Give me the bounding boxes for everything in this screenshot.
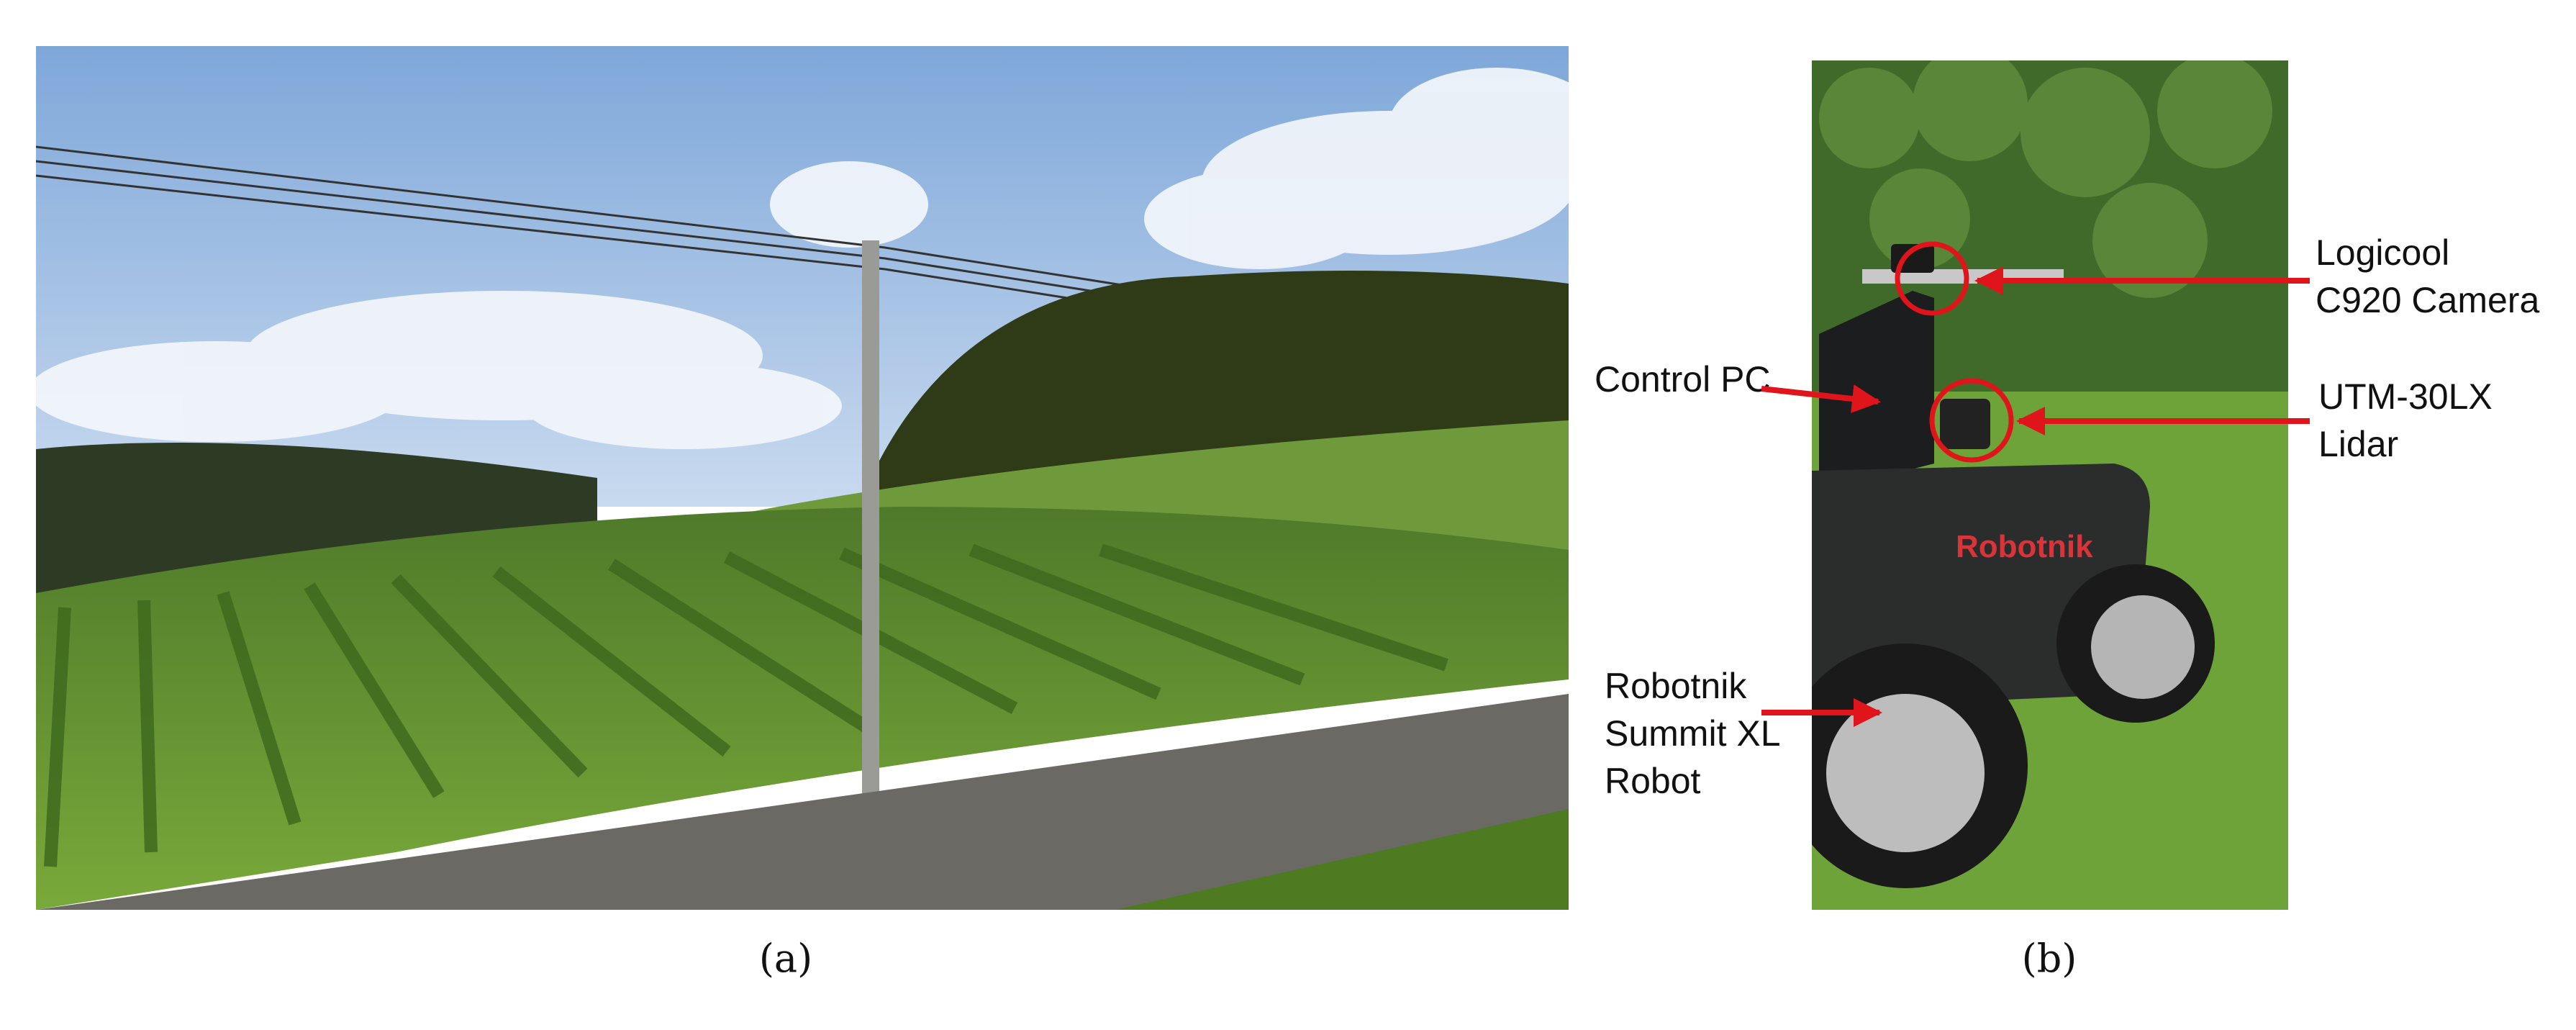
robot-label-line-1: Robotnik bbox=[1605, 666, 1747, 706]
rear-wheel-hub bbox=[2091, 595, 2195, 699]
clouds bbox=[36, 68, 1569, 449]
robot-photo: Robotnik bbox=[1812, 60, 2288, 910]
control-pc-label-line-1: Control PC bbox=[1595, 359, 1771, 399]
robot-label-line-3: Robot bbox=[1605, 761, 1701, 801]
robot-photo-svg: Robotnik bbox=[1812, 60, 2288, 910]
road-shoulder bbox=[1115, 809, 1569, 910]
vineyard-photo-svg bbox=[36, 46, 1569, 910]
camera-label-line-2: C920 Camera bbox=[2316, 280, 2540, 320]
vineyard-photo bbox=[36, 46, 1569, 910]
control-pc-label: Control PC bbox=[1595, 356, 1771, 403]
robot-logo-text: Robotnik bbox=[1956, 529, 2093, 564]
camera bbox=[1891, 244, 1934, 273]
panel-a-caption: (a) bbox=[758, 936, 813, 981]
lidar-label-line-1: UTM-30LX bbox=[2318, 376, 2493, 417]
front-wheel-hub bbox=[1826, 694, 1985, 852]
camera-label-line-1: Logicool bbox=[2316, 232, 2450, 273]
robot-label: Robotnik Summit XL Robot bbox=[1605, 662, 1781, 805]
utility-pole bbox=[862, 240, 879, 809]
robot-label-line-2: Summit XL bbox=[1605, 713, 1781, 754]
leaf-texture bbox=[1819, 60, 2272, 298]
lidar-label: UTM-30LX Lidar bbox=[2318, 373, 2493, 468]
panel-b-caption: (b) bbox=[2021, 936, 2077, 981]
camera-label: Logicool C920 Camera bbox=[2316, 229, 2539, 324]
gravel-road bbox=[36, 694, 1569, 910]
lidar-label-line-2: Lidar bbox=[2318, 424, 2399, 464]
lidar bbox=[1940, 399, 1990, 449]
vine-rows bbox=[44, 543, 1448, 867]
